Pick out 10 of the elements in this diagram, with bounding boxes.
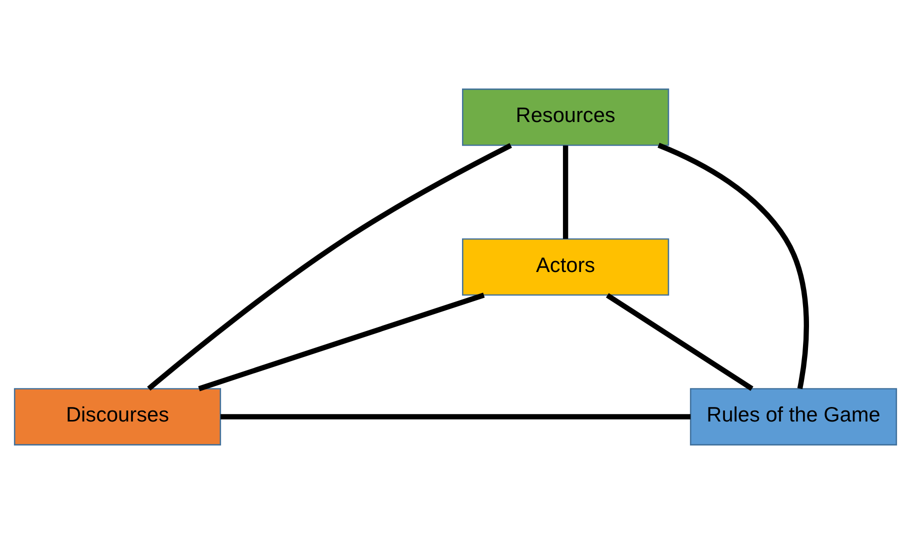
connector <box>198 292 484 392</box>
connector <box>657 142 808 390</box>
connector <box>562 146 568 239</box>
node-box: Actors <box>462 238 669 296</box>
node-box: Discourses <box>13 388 221 446</box>
connector <box>146 143 512 391</box>
connector <box>220 414 690 420</box>
node-box: Resources <box>462 88 669 146</box>
connector <box>605 293 753 391</box>
node-box: Rules of the Game <box>689 388 897 446</box>
